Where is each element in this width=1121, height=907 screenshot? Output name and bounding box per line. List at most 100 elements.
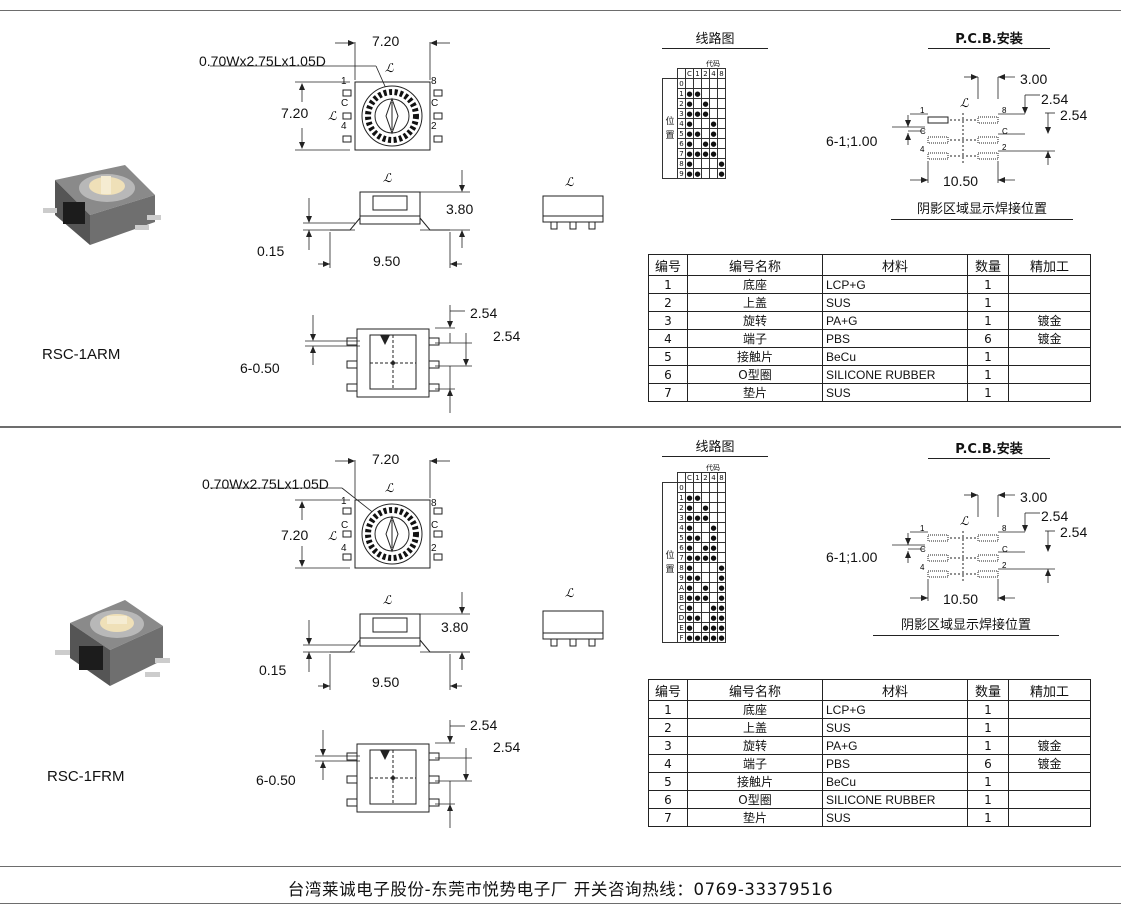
code-col-header: 2: [701, 472, 710, 483]
section-rsc-1frm: RSC-1FRM 7.20 0.70Wx2.75Lx1.05D 7.20 ℒ ℒ…: [0, 428, 1121, 866]
contact-dot: ●: [693, 572, 702, 583]
contact-empty: [693, 482, 702, 493]
contact-dot: ●: [685, 88, 694, 99]
part-qty: 1: [967, 275, 1009, 294]
dim-bottom-pitch-a: 2.54: [470, 305, 498, 321]
contact-dot: ●: [717, 572, 726, 583]
part-material: LCP+G: [822, 275, 968, 294]
part-no: 7: [648, 808, 688, 827]
contact-dot: ●: [701, 552, 710, 563]
contact-dot: ●: [717, 622, 726, 633]
contact-dot: ●: [693, 592, 702, 603]
svg-text:4: 4: [920, 145, 925, 154]
circuit-diagram-title: 线路图: [662, 28, 768, 49]
part-finish: [1008, 790, 1091, 809]
part-finish: [1008, 808, 1091, 827]
corner-cell: [677, 472, 686, 483]
contact-empty: [701, 78, 710, 89]
dim-bottom-pins: 6-0.50: [256, 772, 296, 788]
part-name: O型圈: [687, 365, 823, 384]
pin-label-2: 2: [431, 121, 437, 132]
pcb-holes: 6-1;1.00: [826, 549, 878, 565]
dim-bottom-pitch-b: 2.54: [493, 328, 521, 344]
pin-label-8: 8: [431, 498, 437, 509]
part-no: 5: [648, 347, 688, 366]
header-name: 编号名称: [687, 679, 823, 701]
contact-empty: [709, 562, 718, 573]
contact-empty: [693, 98, 702, 109]
contact-dot: ●: [685, 138, 694, 149]
footer-rule-top: [0, 866, 1121, 867]
header-no: 编号: [648, 254, 688, 276]
footer-rule-bottom: [0, 903, 1121, 904]
contact-empty: [717, 512, 726, 523]
pcb-pitch: 3.00: [1020, 489, 1048, 505]
part-qty: 1: [967, 808, 1009, 827]
contact-empty: [717, 88, 726, 99]
position-label-char: 位: [665, 550, 675, 561]
contact-dot: ●: [701, 622, 710, 633]
contact-empty: [717, 542, 726, 553]
corner-blank: [663, 69, 678, 79]
svg-text:ℒ: ℒ: [960, 514, 969, 528]
small-side-view: ℒ: [542, 175, 604, 230]
svg-text:C: C: [1002, 127, 1008, 136]
svg-text:C: C: [920, 127, 926, 136]
contact-dot: ●: [693, 492, 702, 503]
part-material: BeCu: [822, 347, 968, 366]
contact-dot: ●: [709, 622, 718, 633]
part-material: PBS: [822, 754, 968, 773]
contact-dot: ●: [685, 612, 694, 623]
part-qty: 1: [967, 718, 1009, 737]
contact-empty: [701, 532, 710, 543]
contact-dot: ●: [693, 108, 702, 119]
part-name: 旋转: [687, 311, 823, 330]
dim-side-thickness: 0.15: [257, 243, 285, 259]
contact-dot: ●: [717, 602, 726, 613]
contact-empty: [701, 562, 710, 573]
part-finish: 镀金: [1008, 329, 1091, 348]
svg-text:1: 1: [920, 524, 925, 533]
code-col-header: 4: [709, 472, 718, 483]
contact-dot: ●: [717, 158, 726, 169]
contact-empty: [709, 158, 718, 169]
pcb-note: 阴影区域显示焊接位置: [873, 614, 1059, 636]
position-value: 3: [677, 108, 686, 119]
contact-empty: [693, 602, 702, 613]
contact-empty: [717, 138, 726, 149]
contact-dot: ●: [709, 522, 718, 533]
contact-dot: ●: [717, 168, 726, 179]
part-finish: [1008, 275, 1091, 294]
position-label-char: 置: [665, 130, 675, 141]
contact-empty: [717, 552, 726, 563]
contact-empty: [701, 158, 710, 169]
svg-text:2: 2: [1002, 143, 1007, 152]
svg-text:ℒ: ℒ: [328, 109, 337, 123]
part-finish: [1008, 347, 1091, 366]
position-value: 1: [677, 492, 686, 503]
dim-side-width: 9.50: [373, 253, 401, 269]
position-value: 2: [677, 502, 686, 513]
code-col-header: 8: [717, 68, 726, 79]
model-name: RSC-1ARM: [42, 346, 121, 363]
contact-empty: [717, 78, 726, 89]
svg-text:ℒ: ℒ: [383, 171, 392, 185]
product-photo-rsc-1frm: [55, 600, 170, 686]
contact-empty: [709, 482, 718, 493]
contact-dot: ●: [685, 108, 694, 119]
contact-dot: ●: [685, 532, 694, 543]
contact-dot: ●: [709, 632, 718, 643]
contact-dot: ●: [701, 632, 710, 643]
position-value: 4: [677, 522, 686, 533]
part-material: SILICONE RUBBER: [822, 365, 968, 384]
pcb-note: 阴影区域显示焊接位置: [891, 198, 1073, 220]
code-col-header: 1: [693, 68, 702, 79]
model-name: RSC-1FRM: [47, 768, 125, 785]
position-value: 2: [677, 98, 686, 109]
product-photo-rsc-1arm: [43, 165, 161, 245]
